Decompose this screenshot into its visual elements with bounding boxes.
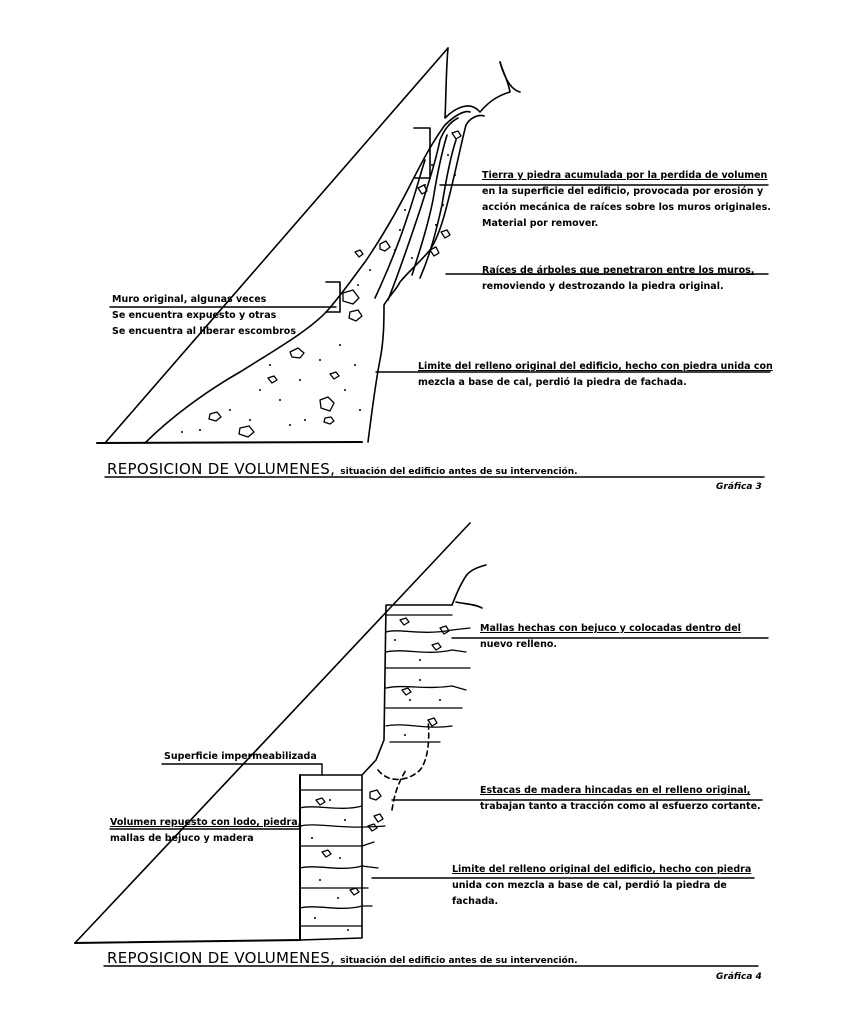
tree-trunk bbox=[444, 47, 511, 119]
label-limite-top-line-1: Limite del relleno original del edificio… bbox=[418, 361, 773, 372]
label-volumen-line-2: mallas de bejuco y madera bbox=[110, 833, 254, 844]
label-tierra-line-3: acción mecánica de raíces sobre los muro… bbox=[482, 202, 771, 213]
original-wall-line bbox=[367, 114, 485, 443]
label-mallas: Mallas hechas con bejuco y colocadas den… bbox=[480, 621, 741, 653]
grafica-4-label: Gráfica 4 bbox=[716, 972, 762, 982]
label-estacas-line-2: trabajan tanto a tracción como al esfuer… bbox=[480, 801, 761, 812]
label-limite-bottom-line-2: unida con mezcla a base de cal, perdió l… bbox=[452, 880, 727, 891]
stipple-dots bbox=[181, 154, 456, 931]
wall-marker-top bbox=[413, 127, 431, 179]
terrain-slope-line bbox=[104, 47, 449, 444]
label-volumen-line-1: Volumen repuesto con lodo, piedra, bbox=[110, 817, 302, 828]
label-superficie: Superficie impermeabilizada bbox=[164, 749, 317, 765]
ground-line bbox=[96, 441, 363, 444]
label-limite-bottom: Limite del relleno original del edificio… bbox=[452, 862, 751, 910]
tree-root-2 bbox=[451, 564, 487, 606]
leader-superficie bbox=[161, 763, 323, 776]
step-lower-front bbox=[361, 604, 453, 776]
wall-marker-mid bbox=[325, 281, 341, 313]
caption-top-main: REPOSICION DE VOLUMENES, bbox=[107, 460, 336, 478]
label-volumen: Volumen repuesto con lodo, piedra, malla… bbox=[110, 815, 301, 847]
label-muro-line-1: Muro original, algunas veces bbox=[112, 294, 267, 305]
original-fill-dashed bbox=[377, 719, 430, 781]
label-tierra-line-4: Material por remover. bbox=[482, 218, 599, 229]
caption-bottom-sub: situación del edificio antes de su inter… bbox=[340, 956, 578, 966]
label-tierra-line-1: Tierra y piedra acumulada por la perdida… bbox=[482, 170, 768, 181]
fill-mound-outline bbox=[144, 110, 471, 444]
label-muro: Muro original, algunas veces Se encuentr… bbox=[112, 292, 296, 340]
caption-bottom: REPOSICION DE VOLUMENES, situación del e… bbox=[107, 948, 578, 967]
terrain-slope-line-2 bbox=[74, 522, 471, 944]
label-mallas-line-2: nuevo relleno. bbox=[480, 639, 557, 650]
label-raices-line-1: Raíces de árboles que penetraron entre l… bbox=[482, 265, 755, 276]
ground-line-2 bbox=[74, 774, 301, 944]
label-superficie-line-1: Superficie impermeabilizada bbox=[164, 751, 317, 762]
label-muro-line-2: Se encuentra expuesto y otras bbox=[112, 310, 277, 321]
label-limite-bottom-line-1: Limite del relleno original del edificio… bbox=[452, 864, 752, 875]
label-limite-bottom-line-3: fachada. bbox=[452, 896, 499, 907]
label-mallas-line-1: Mallas hechas con bejuco y colocadas den… bbox=[480, 623, 741, 634]
label-limite-top-line-2: mezcla a base de cal, perdió la piedra d… bbox=[418, 377, 687, 388]
caption-top: REPOSICION DE VOLUMENES, situación del e… bbox=[107, 459, 578, 478]
label-muro-line-3: Se encuentra al liberar escombros bbox=[112, 326, 296, 337]
grafica-3-label: Gráfica 3 bbox=[716, 482, 762, 492]
label-tierra-line-2: en la superficie del edificio, provocada… bbox=[482, 186, 764, 197]
label-estacas: Estacas de madera hincadas en el relleno… bbox=[480, 783, 761, 815]
label-limite-top: Limite del relleno original del edificio… bbox=[418, 359, 773, 391]
label-tierra: Tierra y piedra acumulada por la perdida… bbox=[482, 168, 771, 232]
label-estacas-line-1: Estacas de madera hincadas en el relleno… bbox=[480, 785, 751, 796]
label-raices-line-2: removiendo y destrozando la piedra origi… bbox=[482, 281, 724, 292]
caption-bottom-main: REPOSICION DE VOLUMENES, bbox=[107, 949, 336, 967]
label-raices: Raíces de árboles que penetraron entre l… bbox=[482, 263, 754, 295]
caption-top-sub: situación del edificio antes de su inter… bbox=[340, 467, 578, 477]
lower-block-right bbox=[299, 774, 363, 941]
